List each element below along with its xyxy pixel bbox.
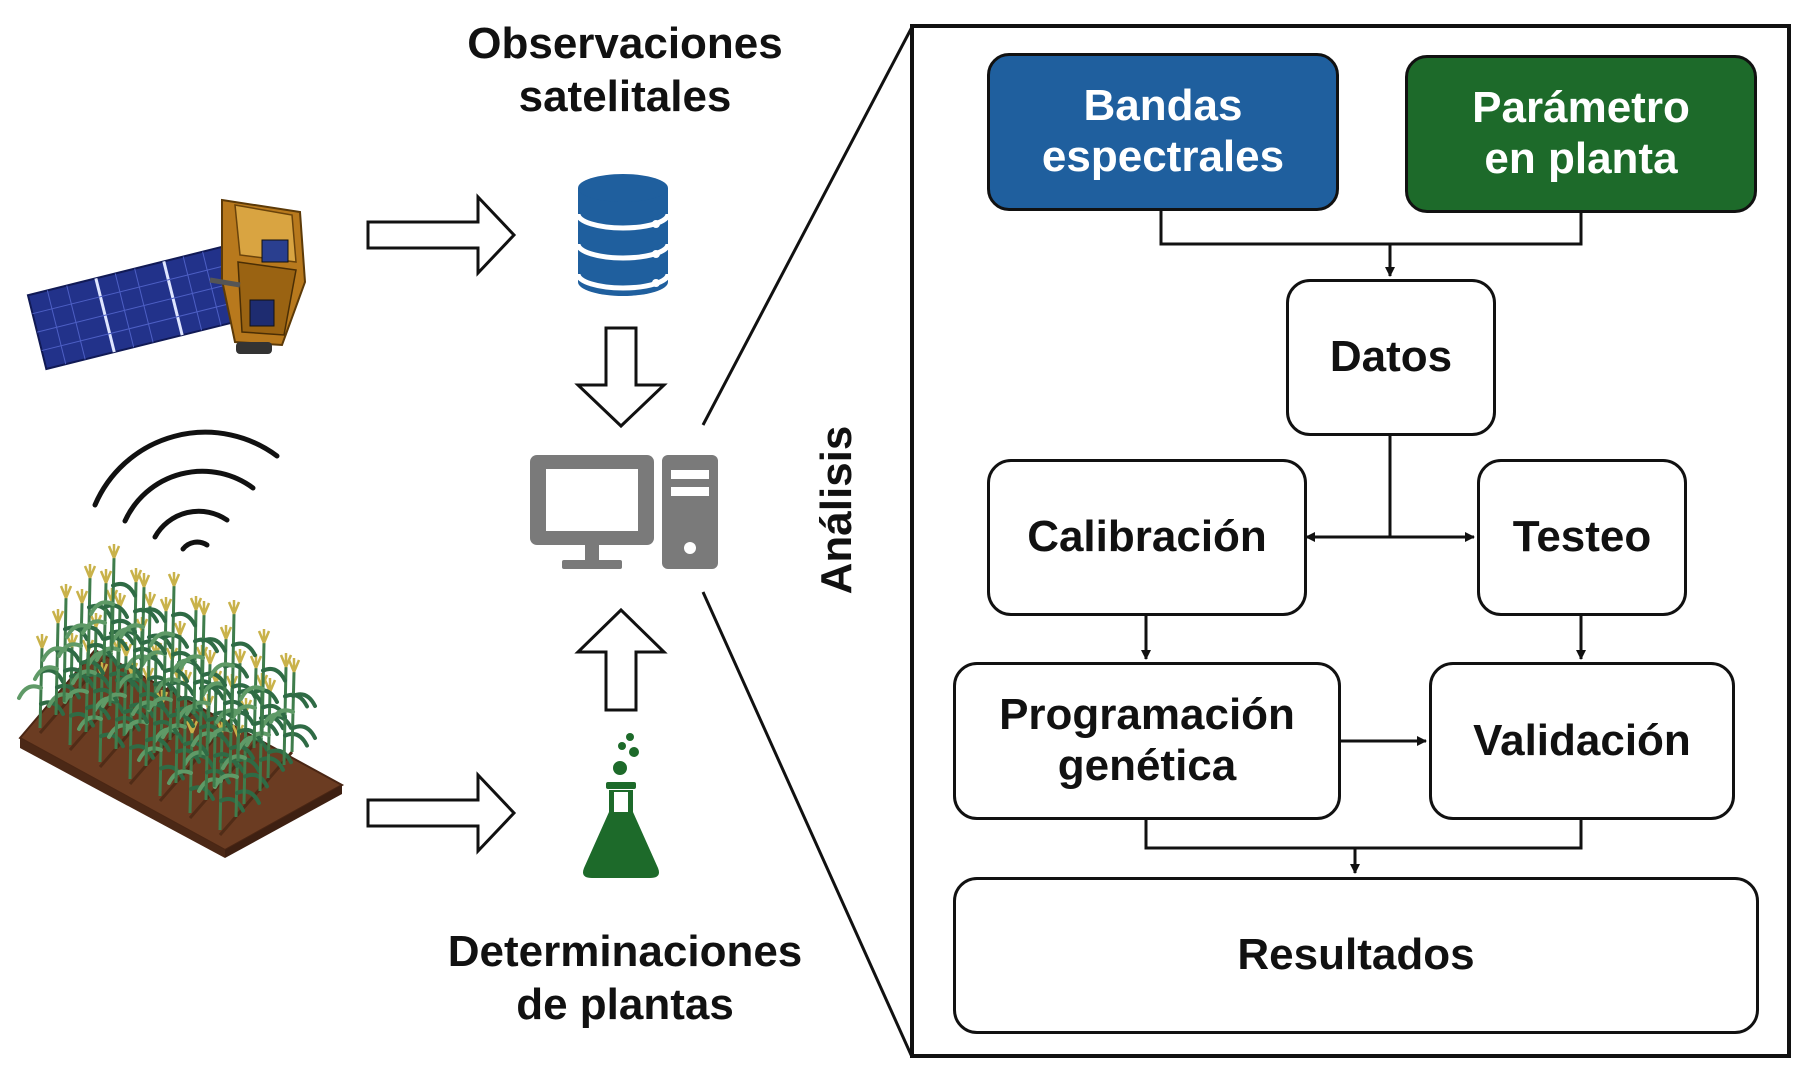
arrow-db-to-computer: [574, 326, 668, 429]
testing-box: Testeo: [1477, 459, 1687, 616]
satellite-observations-line-2: satelitales: [518, 71, 732, 121]
zoom-line-bottom: [701, 591, 914, 1058]
database-icon: [575, 174, 671, 296]
plant-determinations-line-2: de plantas: [516, 979, 734, 1029]
plant-parameter-box: Parámetro en planta: [1405, 55, 1757, 213]
corn-plant: [231, 654, 279, 749]
corn-plant: [57, 589, 105, 690]
calibration-box: Calibración: [987, 459, 1307, 616]
arrow-flask-to-computer: [574, 607, 668, 712]
corn-plant: [81, 569, 129, 664]
satellite-observations-line-1: Observaciones: [467, 19, 783, 68]
corn-plant: [119, 573, 167, 668]
satellite-observations-label: Observaciones satelitales: [420, 18, 830, 124]
plant-determinations-line-1: Determinaciones: [447, 927, 803, 976]
plant-determinations-label: Determinaciones de plantas: [400, 926, 850, 1032]
flow-connectors: [1141, 209, 1586, 874]
analysis-frame: [910, 24, 1791, 1058]
lab-flask-icon: [583, 733, 659, 878]
results-box: Resultados: [953, 877, 1759, 1034]
corn-plant: [141, 597, 189, 698]
corn-plant: [239, 629, 287, 736]
plant-parameter-line-1: Parámetro: [1472, 83, 1690, 133]
arrow-field-to-flask: [366, 771, 517, 855]
data-box: Datos: [1286, 279, 1496, 436]
spectral-bands-line-1: Bandas: [1083, 81, 1243, 131]
corn-plant: [179, 601, 227, 702]
analysis-label: Análisis: [812, 425, 861, 595]
desktop-computer-icon: [530, 455, 718, 569]
genetic-programming-line-1: Programación: [999, 690, 1295, 740]
spectral-bands-line-2: espectrales: [1041, 132, 1285, 181]
arrow-satellite-to-db: [366, 193, 517, 277]
corn-plant: [269, 658, 317, 753]
crop-plants: [17, 544, 317, 831]
corn-plant: [89, 544, 137, 651]
genetic-programming-box: Programación genética: [953, 662, 1341, 820]
genetic-programming-line-2: genética: [1057, 741, 1237, 790]
corn-plant: [149, 572, 197, 685]
wireless-signal-icon: [92, 429, 280, 552]
plant-parameter-line-2: en planta: [1484, 134, 1678, 183]
satellite-icon: [26, 198, 307, 371]
crop-field-icon: [17, 544, 345, 858]
zoom-line-top: [701, 26, 914, 426]
spectral-bands-box: Bandas espectrales: [987, 53, 1339, 211]
validation-box: Validación: [1429, 662, 1735, 820]
corn-plant: [209, 600, 257, 719]
